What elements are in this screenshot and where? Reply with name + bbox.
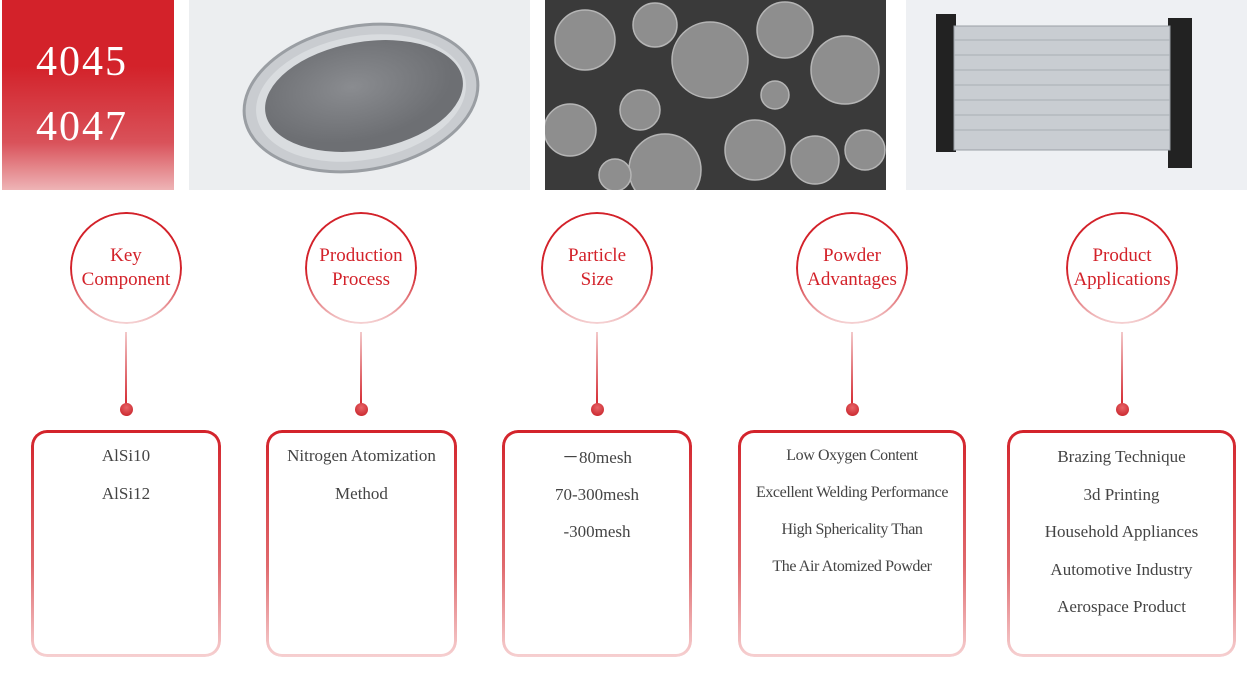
grade-4045: 4045	[36, 39, 128, 85]
list-item: 3d Printing	[1083, 484, 1160, 504]
list-item: The Air Atomized Powder	[772, 558, 932, 575]
list-item: Brazing Technique	[1057, 447, 1186, 466]
connector-line	[596, 332, 598, 408]
list-item: AlSi12	[101, 484, 151, 503]
heading-line: Production	[319, 245, 403, 266]
list-item: Excellent Welding Performance	[755, 484, 949, 501]
heading-line: Powder	[822, 245, 882, 266]
list-item: Low Oxygen Content	[786, 447, 918, 464]
list-item: AlSi10	[101, 446, 151, 465]
heading-line: Size	[580, 269, 614, 290]
connector-line	[851, 332, 853, 408]
connector-dot	[120, 403, 133, 416]
connector-line	[1121, 332, 1123, 408]
grade-4047: 4047	[36, 104, 128, 150]
connector-line	[360, 332, 362, 408]
info-box: Nitrogen Atomization Method	[266, 430, 457, 657]
list-item: Nitrogen Atomization	[287, 446, 436, 465]
list-item: Aerospace Product	[1057, 597, 1186, 616]
list-item: 70-300mesh	[554, 485, 640, 504]
list-item: Method	[335, 484, 388, 503]
list-item: Household Appliances	[1044, 522, 1199, 541]
info-box: －80mesh 70-300mesh -300mesh	[502, 430, 692, 657]
list-item: Automotive Industry	[1050, 559, 1193, 579]
heading-line: Advantages	[807, 269, 897, 290]
heading-line: Key	[110, 245, 142, 266]
grade-banner: 4045 4047	[2, 0, 174, 190]
connector-dot	[846, 403, 859, 416]
list-item: -300mesh	[563, 522, 631, 541]
heading-line: Process	[331, 269, 391, 290]
connector-line	[125, 332, 127, 408]
connector-dot	[1116, 403, 1129, 416]
powder-in-pan-photo	[189, 0, 530, 190]
radiator-photo	[906, 0, 1247, 190]
heading-line: Component	[81, 269, 171, 290]
heading-line: Particle	[567, 245, 627, 266]
info-box: AlSi10 AlSi12	[31, 430, 221, 657]
heading-line: Product	[1092, 245, 1152, 266]
info-box: Brazing Technique 3d Printing Household …	[1007, 430, 1236, 657]
list-item: High Sphericality Than	[781, 521, 923, 538]
connector-dot	[591, 403, 604, 416]
sem-particle-photo	[545, 0, 886, 190]
list-item: －80mesh	[562, 448, 632, 467]
info-box: Low Oxygen Content Excellent Welding Per…	[738, 430, 966, 657]
connector-dot	[355, 403, 368, 416]
heading-line: Applications	[1073, 269, 1171, 290]
